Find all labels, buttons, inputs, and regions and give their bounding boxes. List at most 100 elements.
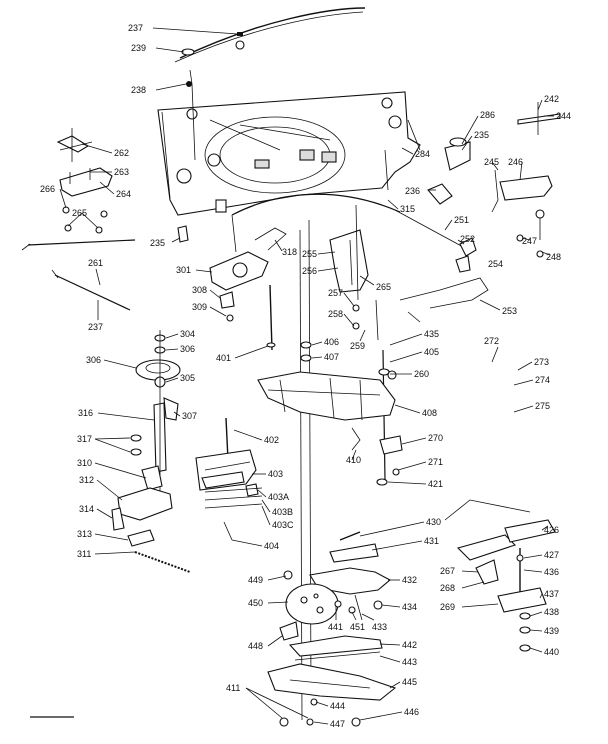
right-lever-group <box>444 499 556 652</box>
label-440: 440 <box>544 647 559 657</box>
label-246: 246 <box>508 157 523 167</box>
label-304: 304 <box>180 329 195 339</box>
label-271: 271 <box>428 457 443 467</box>
label-253: 253 <box>502 306 517 316</box>
label-447: 447 <box>330 719 345 729</box>
main-chassis <box>257 370 403 486</box>
label-301: 301 <box>176 265 191 275</box>
right-upper-parts <box>394 102 561 323</box>
tone-arm-rod <box>21 239 136 311</box>
label-318: 318 <box>282 247 297 257</box>
label-310: 310 <box>77 458 92 468</box>
label-235a: 235 <box>474 130 489 140</box>
label-411: 411 <box>226 683 240 693</box>
label-403a: 403A <box>268 492 289 502</box>
label-441: 441 <box>328 622 343 632</box>
label-438: 438 <box>544 607 559 617</box>
label-403: 403 <box>268 469 283 479</box>
label-446: 446 <box>404 707 419 717</box>
spindle-column <box>111 330 191 573</box>
label-237a: 237 <box>128 23 143 33</box>
label-261: 261 <box>88 258 103 268</box>
label-449: 449 <box>248 575 263 585</box>
label-305: 305 <box>180 373 195 383</box>
label-308: 308 <box>192 285 207 295</box>
label-421: 421 <box>428 479 443 489</box>
label-309: 309 <box>192 302 207 312</box>
label-306a: 306 <box>180 344 195 354</box>
label-436: 436 <box>544 567 559 577</box>
label-403c: 403C <box>272 520 294 530</box>
label-433: 433 <box>372 622 387 632</box>
label-307: 307 <box>182 411 197 421</box>
lower-mechanism <box>267 531 397 727</box>
label-444: 444 <box>330 701 345 711</box>
label-269: 269 <box>440 602 455 612</box>
label-267: 267 <box>440 566 455 576</box>
label-259: 259 <box>350 341 365 351</box>
label-317: 317 <box>77 434 92 444</box>
label-257: 257 <box>328 288 343 298</box>
label-406: 406 <box>324 337 339 347</box>
label-306b: 306 <box>86 355 101 365</box>
label-237b: 237 <box>88 322 103 332</box>
label-248: 248 <box>546 252 561 262</box>
label-403b: 403B <box>272 507 293 517</box>
label-272: 272 <box>484 336 499 346</box>
label-236: 236 <box>405 186 420 196</box>
label-401: 401 <box>216 353 231 363</box>
label-448: 448 <box>248 641 263 651</box>
label-256: 256 <box>302 266 317 276</box>
label-260: 260 <box>414 369 429 379</box>
label-264: 264 <box>116 189 131 199</box>
label-408: 408 <box>422 408 437 418</box>
label-430: 430 <box>426 517 441 527</box>
label-404: 404 <box>264 541 279 551</box>
label-263: 263 <box>114 167 129 177</box>
label-407: 407 <box>324 352 339 362</box>
label-252: 252 <box>460 234 475 244</box>
label-427: 427 <box>544 550 559 560</box>
label-247: 247 <box>522 236 537 246</box>
label-443: 443 <box>402 657 417 667</box>
label-244: 244 <box>556 111 571 121</box>
label-451: 451 <box>350 622 365 632</box>
leader-lines <box>59 27 554 725</box>
label-431: 431 <box>424 536 439 546</box>
label-251: 251 <box>454 215 469 225</box>
dust-cover-arc <box>174 7 366 87</box>
label-268: 268 <box>440 583 455 593</box>
pickup-assembly <box>209 214 287 322</box>
left-upper-parts <box>56 128 113 234</box>
bracket-assembly <box>195 417 263 541</box>
label-270: 270 <box>428 433 443 443</box>
label-445: 445 <box>402 677 417 687</box>
label-262: 262 <box>114 148 129 158</box>
label-426: 426 <box>544 525 559 535</box>
label-242: 242 <box>544 94 559 104</box>
label-410: 410 <box>346 455 361 465</box>
label-273: 273 <box>534 357 549 367</box>
label-258: 258 <box>328 309 343 319</box>
label-314: 314 <box>79 504 94 514</box>
label-437: 437 <box>544 589 559 599</box>
label-286: 286 <box>480 110 495 120</box>
label-405: 405 <box>424 347 439 357</box>
label-235b: 235 <box>150 238 165 248</box>
label-275: 275 <box>535 401 550 411</box>
label-312: 312 <box>79 475 94 485</box>
label-316: 316 <box>78 408 93 418</box>
label-284: 284 <box>415 149 430 159</box>
label-238: 238 <box>131 85 146 95</box>
label-245: 245 <box>484 157 499 167</box>
label-313: 313 <box>77 529 92 539</box>
label-239: 239 <box>131 43 146 53</box>
label-254: 254 <box>488 259 503 269</box>
label-402: 402 <box>264 435 279 445</box>
label-266: 266 <box>40 184 55 194</box>
label-274: 274 <box>535 375 550 385</box>
label-311: 311 <box>77 549 91 559</box>
label-265b: 265 <box>376 282 391 292</box>
label-434: 434 <box>402 602 417 612</box>
